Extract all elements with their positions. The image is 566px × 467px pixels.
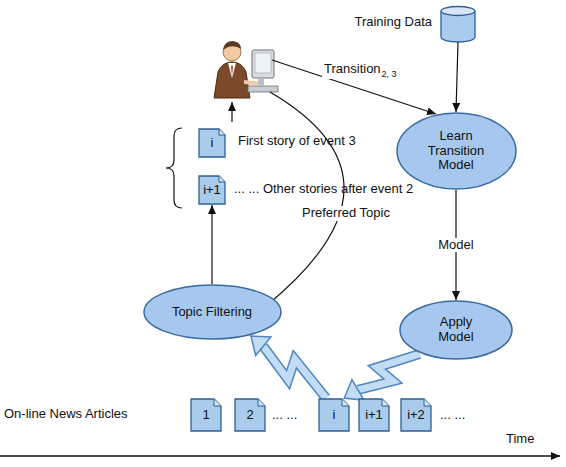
preferred-topic-curve xyxy=(266,92,344,306)
node-label: Training Data xyxy=(354,14,432,29)
lightning-arrow xyxy=(344,354,419,400)
document-icon: i+2 xyxy=(400,398,432,432)
node-label: Apply Model xyxy=(423,315,489,345)
lightning-arrow xyxy=(251,336,326,398)
document-icon: i+1 xyxy=(198,175,226,205)
document-icon: i xyxy=(318,398,350,432)
text-label-box: ... ... xyxy=(440,408,465,423)
document-icon: 2 xyxy=(234,398,266,432)
node-label: Topic Filtering xyxy=(172,305,252,320)
text-label: ... ... xyxy=(272,407,297,422)
document-icon: i+1 xyxy=(358,398,390,432)
connector xyxy=(456,42,458,112)
bracket xyxy=(166,128,182,208)
process-ellipse: Learn Transition Model xyxy=(396,112,517,190)
node-label: i+2 xyxy=(407,408,425,423)
process-ellipse: Topic Filtering xyxy=(143,284,282,340)
text-label: Preferred Topic xyxy=(302,205,390,220)
text-label-box: First story of event 3 xyxy=(238,134,356,149)
text-label: First story of event 3 xyxy=(238,133,356,148)
edge-label-box: Model xyxy=(436,238,475,253)
node-label: i xyxy=(211,136,214,151)
text-label-box: Preferred Topic xyxy=(300,206,392,221)
node-label: 2 xyxy=(246,408,253,423)
document-icon: 1 xyxy=(190,398,222,432)
text-label: ... ... xyxy=(440,407,465,422)
node-label: 1 xyxy=(202,408,209,423)
up-arrow xyxy=(231,102,232,122)
text-label: Time xyxy=(506,431,534,446)
text-label: 2, 3 xyxy=(382,69,397,79)
edge-label: Model xyxy=(438,237,473,252)
node-label: i+1 xyxy=(365,408,383,423)
time-axis xyxy=(0,455,560,457)
node-label: i+1 xyxy=(203,183,221,198)
node-label: Learn Transition Model xyxy=(421,129,491,174)
cyl-outline xyxy=(440,6,476,42)
text-label: On-line News Articles xyxy=(4,406,128,421)
text-label-box: ... ... Other stories after event 2 xyxy=(234,182,413,197)
text-label-box: On-line News Articles xyxy=(4,407,128,422)
person-icon xyxy=(214,41,278,98)
transition-line xyxy=(272,60,436,114)
text-label-box: Time xyxy=(506,432,534,447)
text-label: Transition xyxy=(324,61,381,76)
text-label: ... ... Other stories after event 2 xyxy=(234,181,413,196)
connector xyxy=(212,205,213,284)
document-icon: i xyxy=(198,128,226,158)
node-label: i xyxy=(333,408,336,423)
transition-label: Transition2, 3 xyxy=(322,62,399,79)
process-ellipse: Apply Model xyxy=(399,300,513,360)
text-label-box: ... ... xyxy=(272,408,297,423)
database-cylinder: Training Data xyxy=(440,6,476,42)
